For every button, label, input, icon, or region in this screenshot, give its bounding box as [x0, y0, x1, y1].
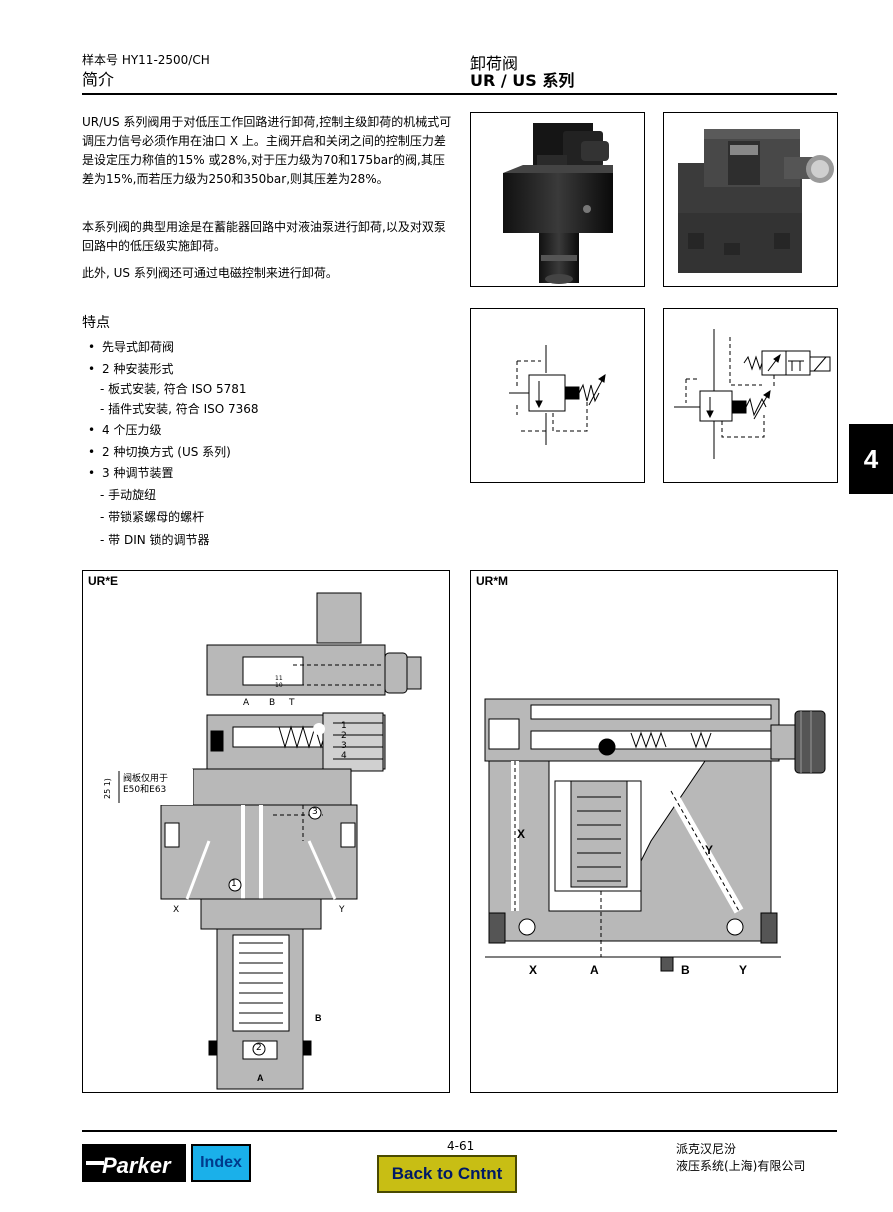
intro-paragraph-1: UR/US 系列阀用于对低压工作回路进行卸荷,控制主级卸荷的机械式可调压力信号必… — [82, 115, 452, 186]
solenoid-label-11: 11 — [275, 675, 283, 682]
features-title: 特点 — [82, 315, 110, 331]
features-list: 先导式卸荷阀 2 种安装形式 - 板式安装, 符合 ISO 5781 - 插件式… — [82, 337, 259, 551]
port-a-label: A — [243, 698, 250, 708]
feature-subitem: - 带锁紧螺母的螺杆 — [100, 509, 205, 524]
feature-item: 2 种安装形式 — [82, 359, 259, 381]
hydraulic-symbol-us — [663, 308, 838, 483]
back-to-content-button[interactable]: Back to Cntnt — [377, 1155, 517, 1193]
port-b-label: B — [681, 963, 690, 977]
svg-text:Parker: Parker — [102, 1153, 172, 1178]
stack-label-1: 1 — [341, 721, 347, 731]
photo-ur-valve — [663, 112, 838, 287]
parker-logo: Parker — [82, 1144, 186, 1182]
feature-subitem: - 插件式安装, 符合 ISO 7368 — [100, 402, 259, 416]
drawing-note: 阀板仅用于 E50和E63 — [123, 774, 169, 795]
drawing-dimension: 25 1) — [103, 778, 112, 799]
footer-rule — [82, 1130, 837, 1132]
port-y-inline-label: Y — [705, 843, 714, 857]
stack-label-2: 2 — [341, 731, 347, 741]
intro-paragraph-2: 本系列阀的典型用途是在蓄能器回路中对液油泵进行卸荷,以及对双泵回路中的低压级实施… — [82, 220, 446, 253]
stack-label-4: 4 — [341, 751, 347, 761]
intro-paragraph-3: 此外, US 系列阀还可通过电磁控制来进行卸荷。 — [82, 266, 338, 280]
feature-item: 先导式卸荷阀 — [82, 337, 259, 359]
port-x-label: X — [529, 963, 538, 977]
feature-subitem: - 板式安装, 符合 ISO 5781 — [100, 382, 247, 396]
product-title: 卸荷阀 — [470, 54, 519, 73]
photo-us-valve — [470, 112, 645, 287]
page-number: 4-61 — [447, 1139, 475, 1153]
port-x-label: X — [173, 905, 180, 915]
port-a-label: A — [590, 963, 599, 977]
marker-1: 1 — [231, 879, 237, 889]
feature-item: 2 种切换方式 (US 系列) — [82, 442, 259, 464]
feature-subitem: - 带 DIN 锁的调节器 — [100, 532, 210, 547]
company-name-line1: 派克汉尼汾 — [676, 1142, 737, 1156]
drawing-ur-e-title: UR*E — [88, 574, 119, 588]
port-y-label: Y — [739, 963, 748, 977]
port-a-bottom-label: A — [257, 1073, 264, 1083]
marker-3: 3 — [312, 807, 318, 817]
drawing-ur-m: UR*M X Y X A B Y — [470, 570, 838, 1093]
drawing-ur-m-title: UR*M — [476, 574, 508, 588]
feature-item: 3 种调节装置 — [82, 463, 259, 485]
hydraulic-symbol-ur — [470, 308, 645, 483]
series-title: UR / US 系列 — [470, 71, 575, 90]
port-x-inline-label: X — [517, 827, 526, 841]
port-t-label: T — [289, 698, 295, 708]
feature-item: 4 个压力级 — [82, 420, 259, 442]
stack-label-3: 3 — [341, 741, 347, 751]
feature-subitem: - 手动旋纽 — [100, 487, 157, 502]
index-button[interactable]: Index — [191, 1144, 251, 1182]
section-tab[interactable]: 4 — [849, 424, 893, 494]
port-b-label: B — [269, 698, 276, 708]
drawing-ur-e: UR*E — [82, 570, 450, 1093]
header-rule — [82, 93, 837, 95]
company-name-line2: 液压系统(上海)有限公司 — [676, 1159, 806, 1173]
solenoid-label-10: 10 — [275, 682, 283, 689]
marker-2: 2 — [256, 1043, 262, 1053]
port-y-label: Y — [339, 905, 345, 915]
port-b-bottom-label: B — [315, 1013, 322, 1023]
catalog-number: 样本号 HY11-2500/CH — [82, 53, 210, 67]
section-title: 简介 — [82, 70, 115, 89]
